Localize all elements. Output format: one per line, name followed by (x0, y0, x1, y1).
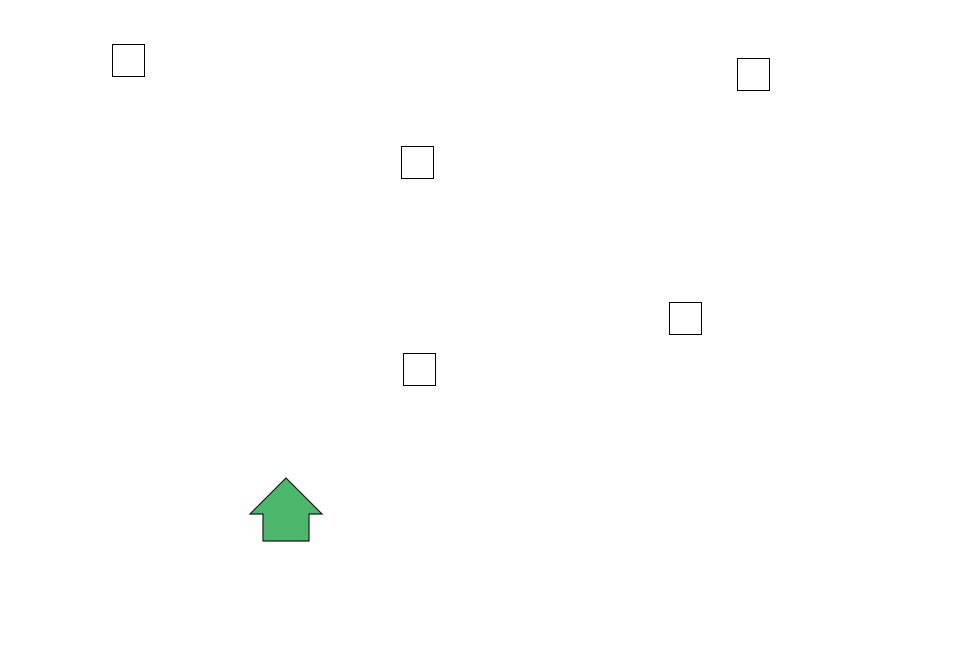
up-arrow-icon[interactable] (248, 477, 324, 543)
square-target-icon[interactable] (737, 58, 770, 91)
player-arrow-shape (248, 477, 324, 542)
square-target-icon[interactable] (669, 302, 702, 335)
square-target-icon[interactable] (403, 353, 436, 386)
square-target-icon[interactable] (401, 146, 434, 179)
square-target-icon[interactable] (112, 44, 145, 77)
